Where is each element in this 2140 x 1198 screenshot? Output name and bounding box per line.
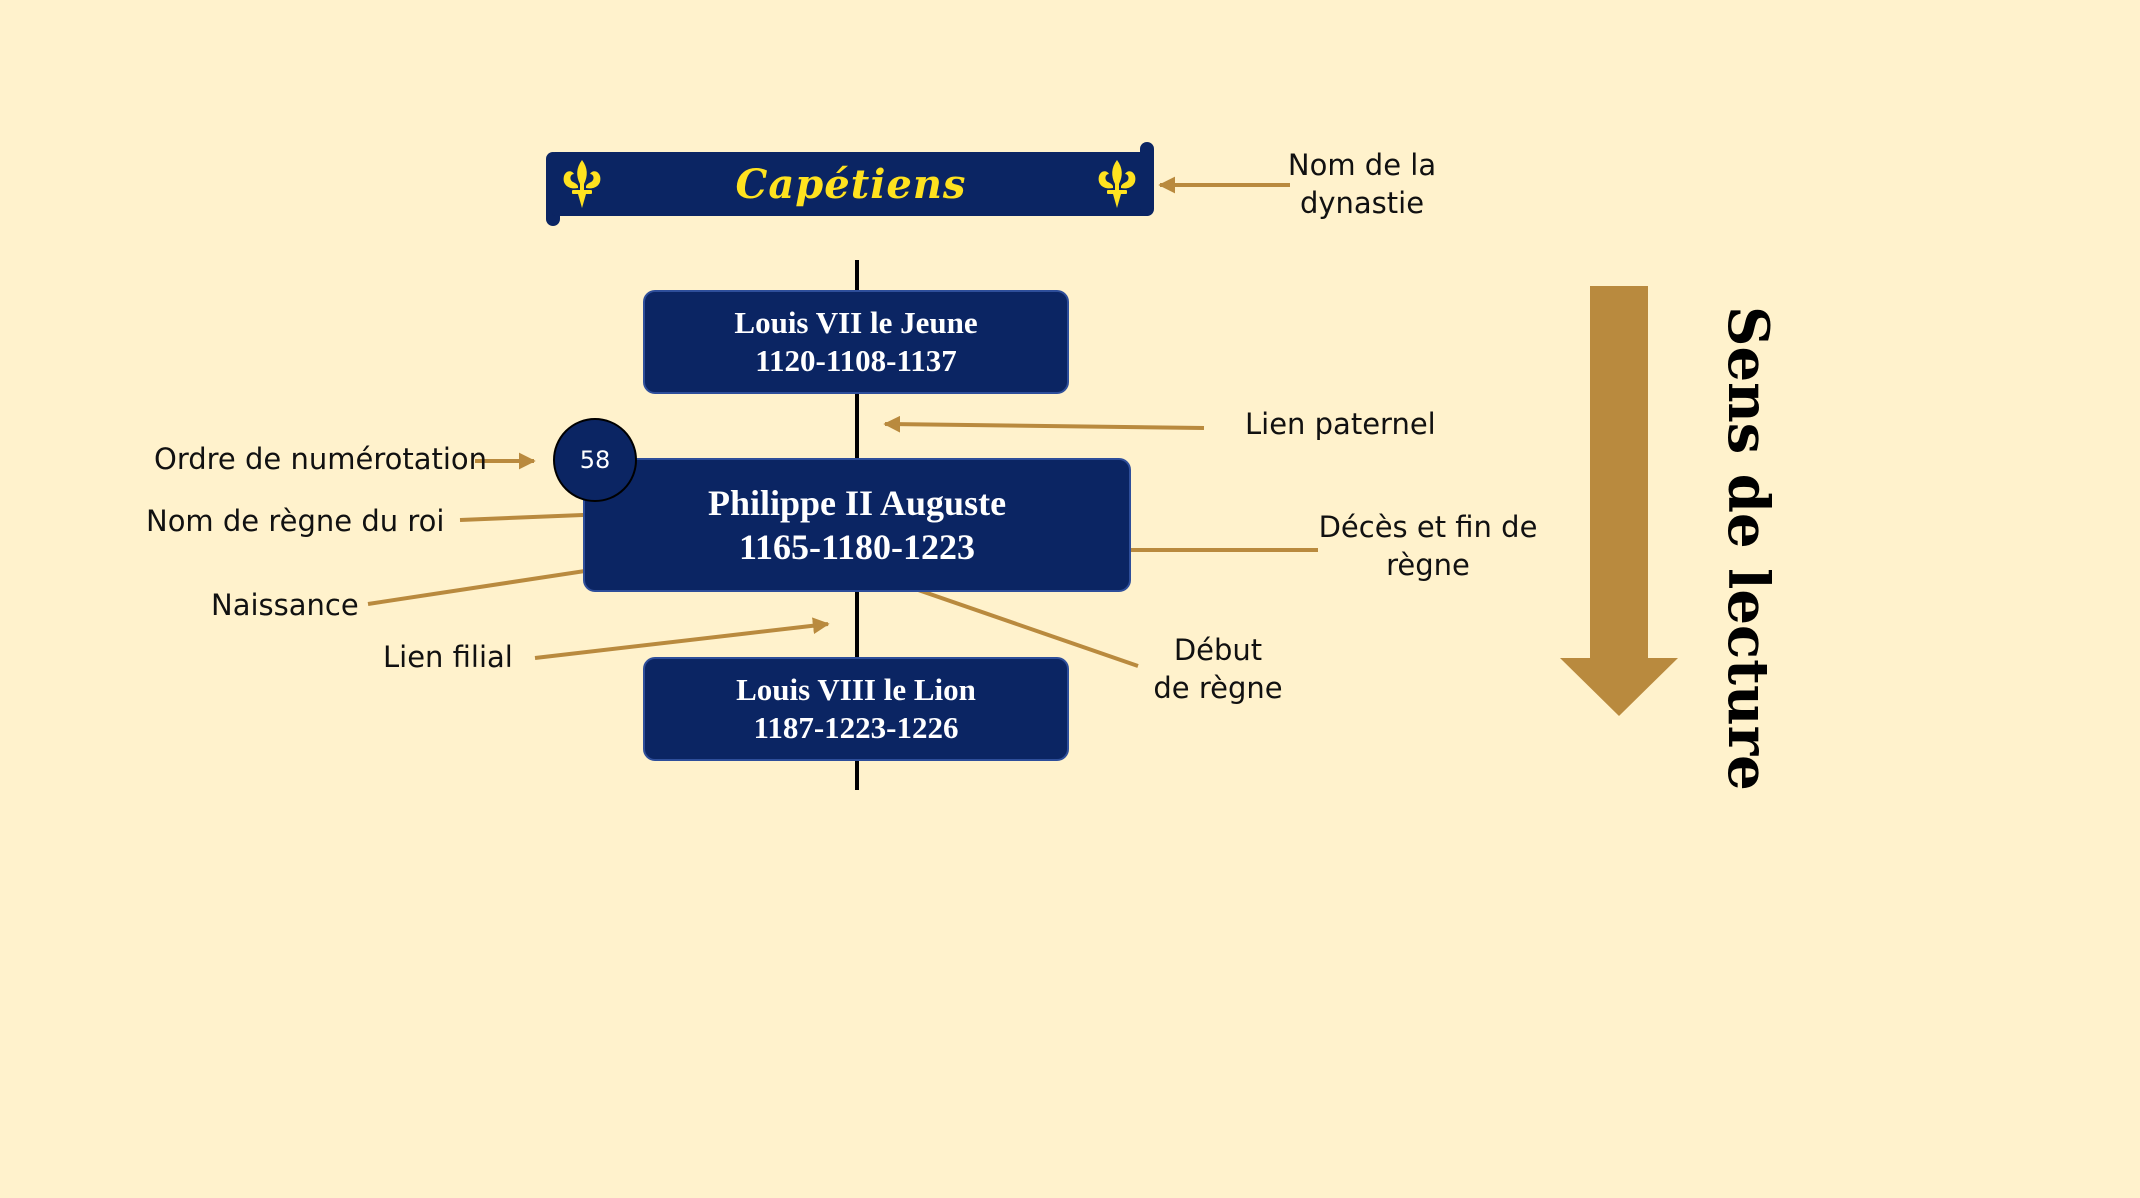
label-filial-link: Lien filial: [383, 640, 513, 674]
fleur-de-lis-icon: [1098, 160, 1136, 208]
label-death-end-reign: Décès et fin de règne: [1318, 510, 1538, 582]
arrow-filial-link: [534, 617, 830, 660]
king-box-main[interactable]: Philippe II Auguste 1165-1180-1223: [583, 458, 1131, 592]
label-birth: Naissance: [211, 588, 359, 622]
numbering-badge: 58: [553, 418, 637, 502]
label-numbering-order: Ordre de numérotation: [154, 442, 488, 476]
fleur-de-lis-icon: [563, 160, 601, 208]
king-dates: 1165-1180-1223: [738, 527, 975, 567]
dynasty-banner: [552, 152, 1150, 216]
king-dates: 1120-1108-1137: [755, 343, 957, 378]
label-paternal-link: Lien paternel: [1245, 407, 1436, 441]
arrow-paternal-link: [883, 415, 1205, 433]
king-box-son[interactable]: Louis VIII le Lion 1187-1223-1226: [643, 657, 1069, 761]
label-reign-start: Début de règne: [1153, 633, 1283, 705]
king-box-father[interactable]: Louis VII le Jeune 1120-1108-1137: [643, 290, 1069, 394]
banner-roll-right: [1140, 142, 1154, 216]
label-dynasty-name: Nom de la dynastie: [1287, 148, 1437, 220]
king-dates: 1187-1223-1226: [753, 710, 959, 745]
king-name: Louis VIII le Lion: [736, 672, 976, 707]
reading-direction-label: Sens de lecture: [1715, 306, 1781, 791]
label-reign-name: Nom de règne du roi: [146, 504, 445, 538]
dynasty-name: Capétiens: [735, 160, 967, 208]
king-name: Philippe II Auguste: [707, 483, 1007, 523]
king-name: Louis VII le Jeune: [734, 305, 978, 340]
reading-direction-arrow: [1560, 286, 1678, 716]
